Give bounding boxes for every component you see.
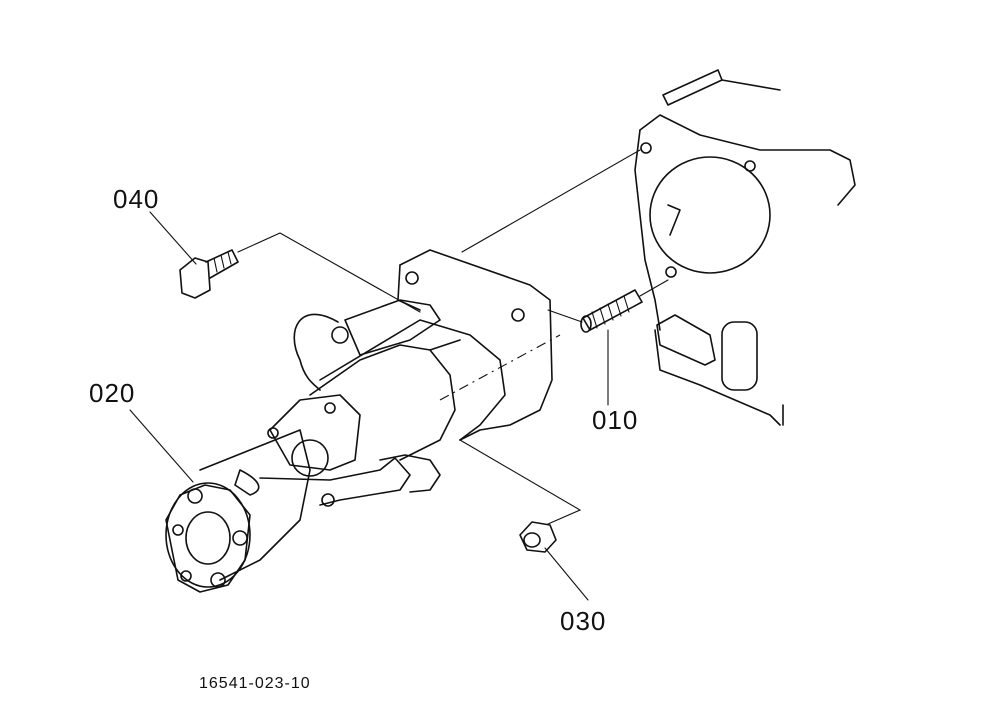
bolt-040 <box>179 249 239 299</box>
nut-030 <box>519 521 557 553</box>
callout-040: 040 <box>113 184 160 214</box>
stud-010 <box>580 289 643 333</box>
drawing-number: 16541-023-10 <box>199 675 311 692</box>
assembly-guide-lines <box>237 149 669 525</box>
callout-030: 030 <box>560 606 607 636</box>
callout-010: 010 <box>592 405 639 435</box>
starter-motor-020 <box>165 249 553 593</box>
gear-case-plate <box>634 69 856 426</box>
callout-020: 020 <box>89 378 136 408</box>
callout-leaders <box>129 211 609 601</box>
